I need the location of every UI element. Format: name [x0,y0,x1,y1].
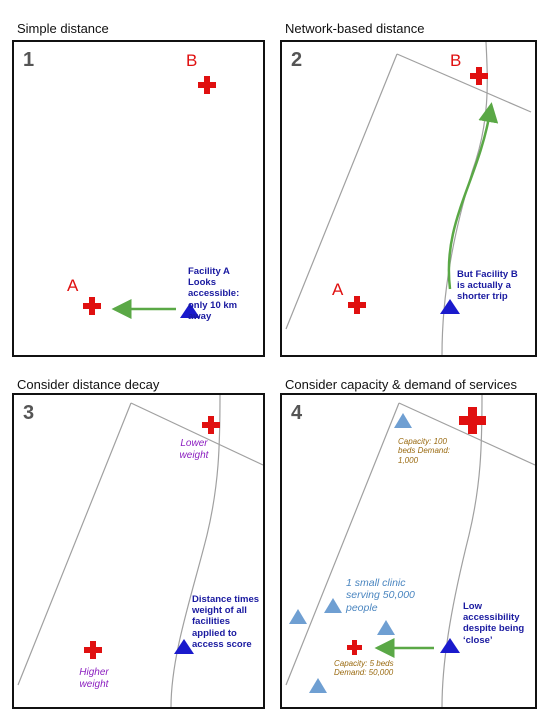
panel-1-number: 1 [23,49,35,71]
population-triangle-icon [394,413,412,428]
facility-a-label: A [67,276,79,295]
population-triangle-icon [289,609,307,624]
facility-a-note: Facility A Looks accessible: only 10 km … [188,266,240,322]
panel-3-title: Consider distance decay [17,377,160,392]
person-triangle-icon [440,299,460,314]
road [441,395,483,707]
lower-weight-label: Lower weight [179,438,209,461]
road [396,53,532,113]
small-clinic-note: 1 small clinic serving 50,000 people [346,577,415,614]
panel-3-number: 3 [23,402,35,424]
distance-decay-note: Distance times weight of all facilities … [192,594,260,650]
person-triangle-icon [174,639,194,654]
panel-2-title: Network-based distance [285,21,425,36]
panel-4-title: Consider capacity & demand of services [285,377,517,392]
higher-weight-label: Higher weight [79,667,109,690]
panel-3-map [17,395,263,707]
large-facility-cross-icon [459,407,486,434]
facility-a-cross-icon [348,296,366,314]
panel-4: 4 Capacity: 100 beds Demand: 1,000 Capac… [280,393,537,709]
large-facility-capacity: Capacity: 100 beds Demand: 1,000 [398,437,451,465]
panel-2: 2 B A But Facility B is actually a short… [280,40,537,357]
facility-cross-icon [84,641,102,659]
green-arrow-icon [447,102,499,290]
road [285,53,398,330]
person-triangle-icon [440,638,460,653]
population-triangle-icon [324,598,342,613]
panel-1: 1 B A Facility A Looks accessible: only … [12,40,265,357]
population-triangle-icon [309,678,327,693]
facility-b-label: B [450,51,462,70]
panel-4-number: 4 [291,402,303,424]
panel-3: 3 Lower weight Higher weight Distance ti… [12,393,265,709]
facility-a-cross-icon [83,297,101,315]
facility-b-cross-icon [198,76,216,94]
panel-2-map [285,42,532,355]
road [170,395,221,707]
facility-b-note: But Facility B is actually a shorter tri… [457,269,518,303]
facility-b-label: B [186,51,198,70]
facility-b-cross-icon [470,67,488,85]
low-accessibility-note: Low accessibility despite being ‘close’ [463,601,525,646]
facility-a-label: A [332,280,344,299]
facility-cross-icon [202,416,220,434]
road [285,402,400,686]
road [398,402,535,466]
population-triangle-icon [377,620,395,635]
panel-2-number: 2 [291,49,303,71]
road [17,402,132,686]
small-facility-capacity: Capacity: 5 beds Demand: 50,000 [334,659,394,678]
person-triangle-icon [180,303,200,318]
panel-1-map [83,76,216,319]
road [130,402,263,466]
small-facility-cross-icon [347,640,362,655]
panel-4-map [285,395,535,707]
panel-1-title: Simple distance [17,21,109,36]
